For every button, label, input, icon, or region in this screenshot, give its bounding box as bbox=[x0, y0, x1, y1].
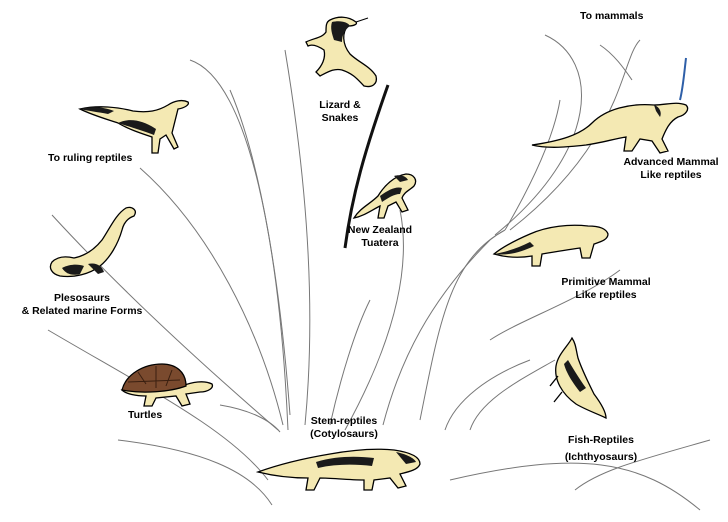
ichthyosaur-icon bbox=[549, 336, 607, 420]
label-stem-reptiles: Stem-reptiles (Cotylosaurs) bbox=[310, 415, 378, 440]
ruling-reptile-icon bbox=[78, 99, 190, 154]
label-primitive-mammal-like: Primitive Mammal Like reptiles bbox=[561, 276, 651, 301]
turtle-icon bbox=[120, 363, 214, 407]
label-new-zealand-tuatera: New Zealand Tuatera bbox=[347, 224, 413, 249]
label-ruling-reptiles: To ruling reptiles bbox=[48, 152, 133, 164]
label-to-mammals: To mammals bbox=[580, 10, 644, 22]
primitive-mammal-like-icon bbox=[492, 224, 609, 267]
label-advanced-mammal-like: Advanced Mammal Like reptiles bbox=[623, 156, 719, 181]
tuatera-icon bbox=[352, 173, 417, 219]
plesiosaur-icon bbox=[49, 206, 136, 278]
label-lizard-snakes: Lizard & Snakes bbox=[319, 99, 361, 124]
label-turtles: Turtles bbox=[128, 409, 163, 421]
label-plesiosaurs: Plesosaurs & Related marine Forms bbox=[21, 292, 143, 317]
stem-reptile-icon bbox=[256, 448, 421, 491]
label-fish-reptiles: Fish-Reptiles (Ichthyosaurs) bbox=[564, 434, 638, 463]
lizard-icon bbox=[305, 16, 378, 88]
mammal-like-reptile-icon bbox=[531, 102, 689, 154]
